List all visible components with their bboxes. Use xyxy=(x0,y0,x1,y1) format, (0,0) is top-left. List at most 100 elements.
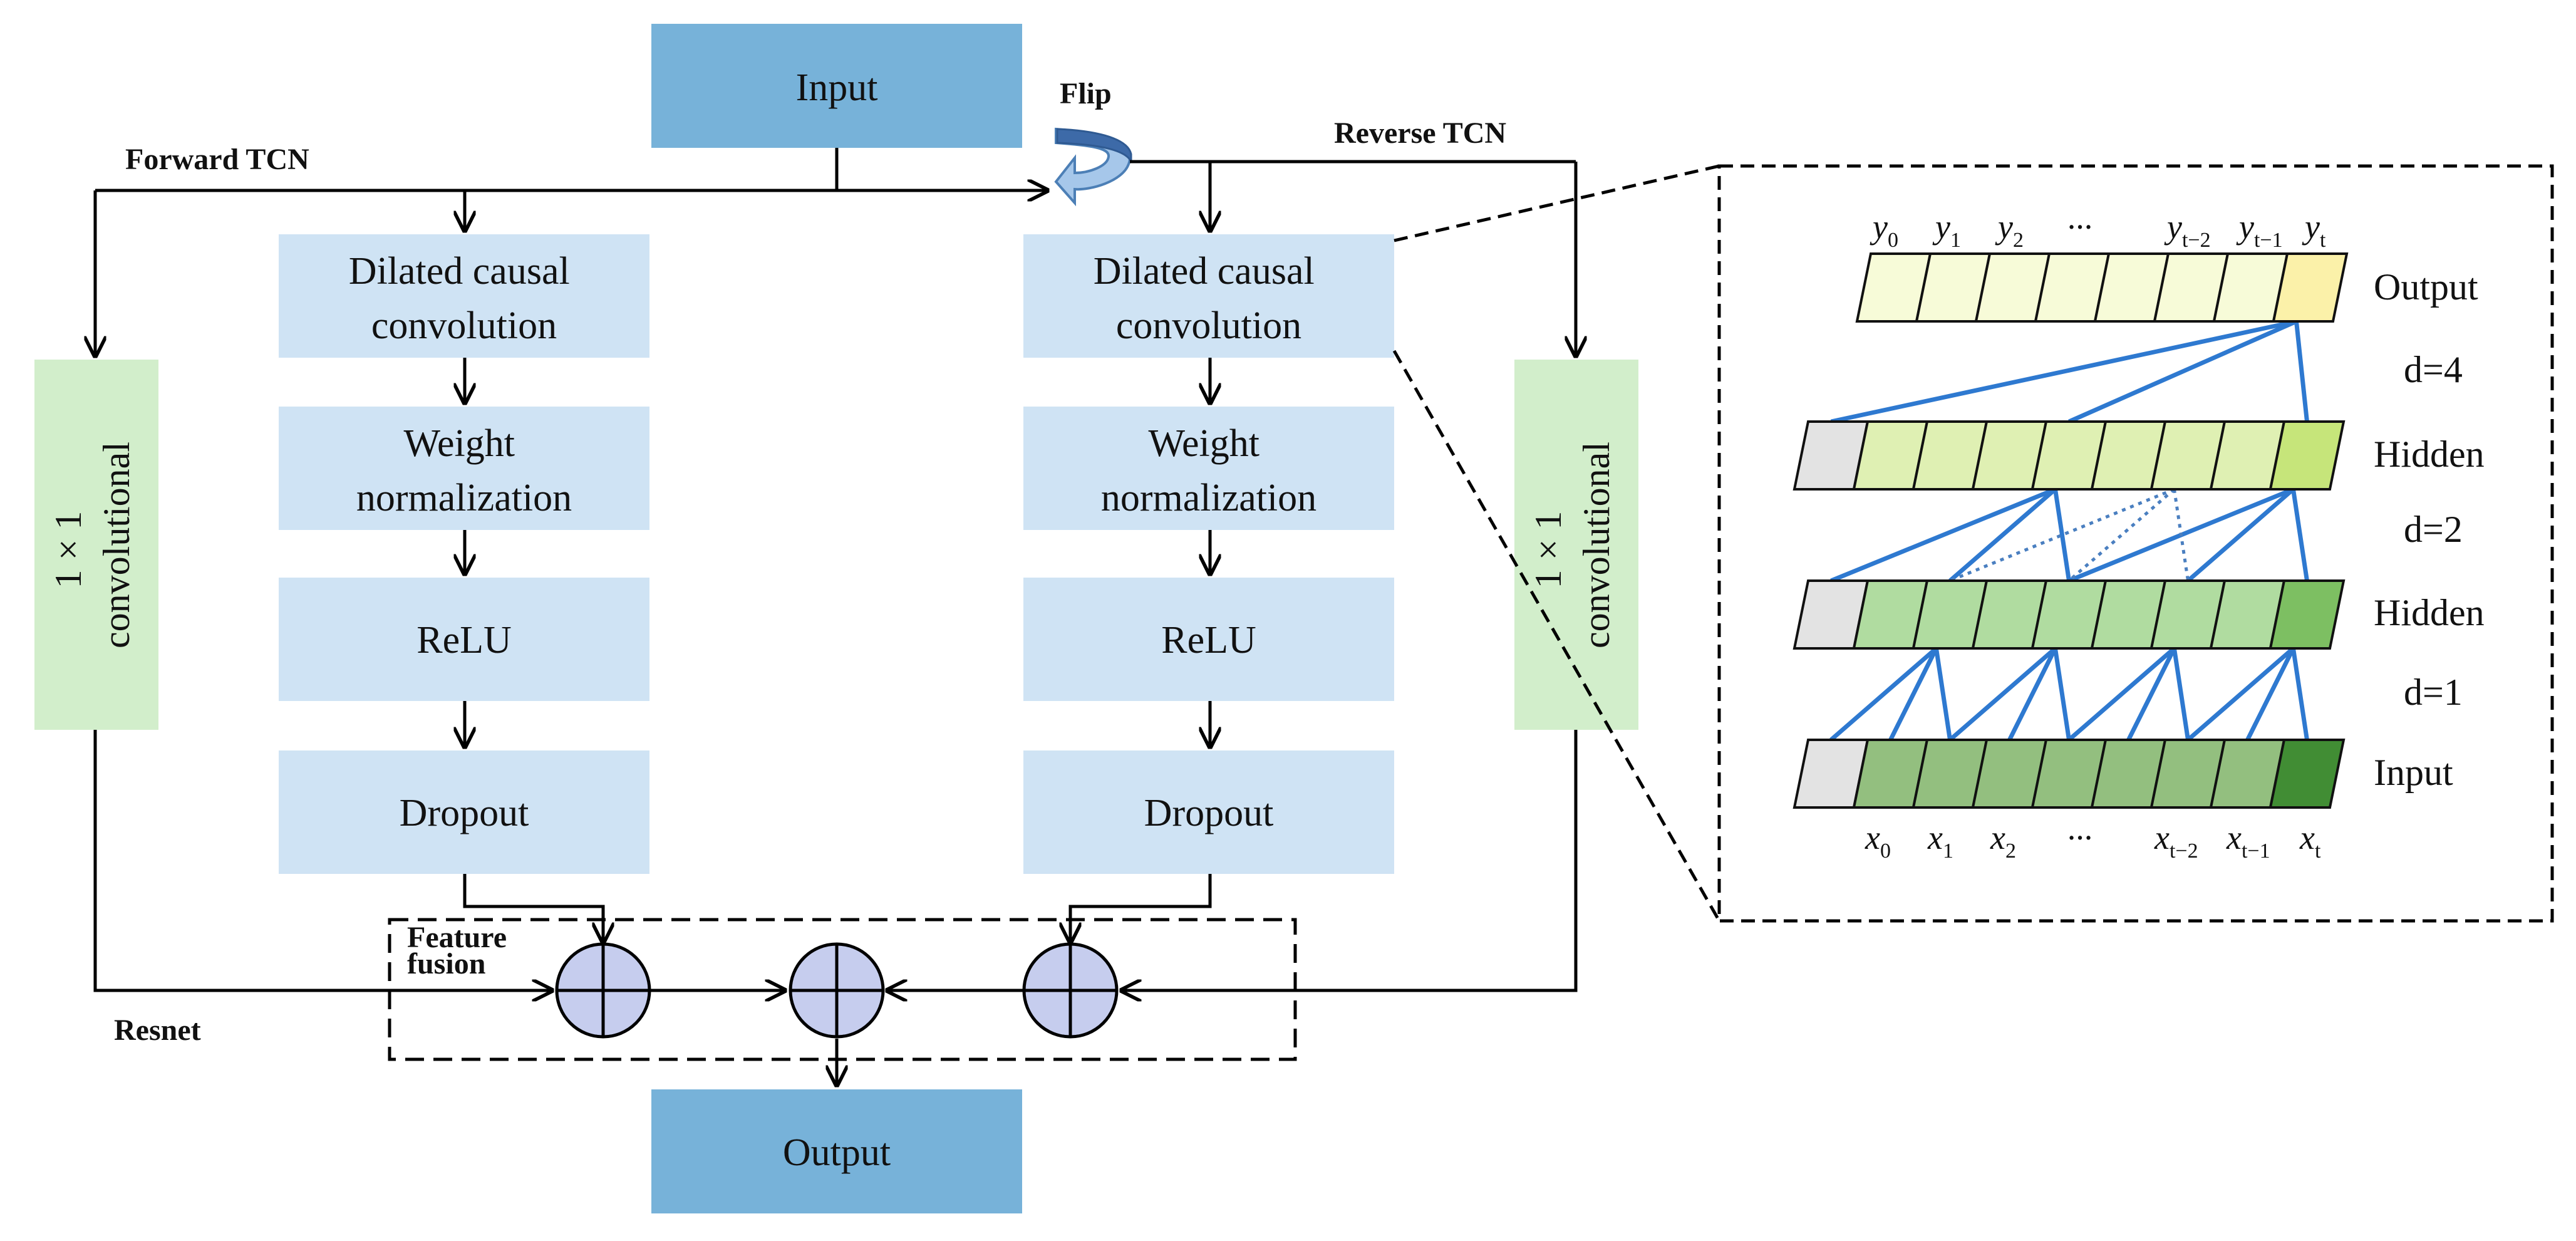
resnet-label: Resnet xyxy=(114,1014,201,1047)
output-index-label: ··· xyxy=(2067,208,2092,246)
reverse-weight-line1: Weight xyxy=(1148,422,1260,465)
input-block xyxy=(651,24,1022,148)
dilation-1-link xyxy=(1829,646,1938,742)
feature-fusion-line1: Feature xyxy=(407,921,507,954)
reverse-tcn-label: Reverse TCN xyxy=(1334,117,1506,150)
output-block xyxy=(651,1089,1022,1213)
dilation-1-link xyxy=(2291,648,2309,740)
reverse-relu-label: ReLU xyxy=(1161,619,1256,662)
input-index-label: x0 xyxy=(1865,819,1891,863)
forward-resnet-path xyxy=(93,730,552,990)
output-index-label: yt xyxy=(2302,208,2326,252)
svg-text:Weight normalization: Weight normalization xyxy=(356,422,572,519)
reverse-conv-line1: 1 × 1 xyxy=(1528,511,1569,589)
reverse-branch: Dilated causal convolution Weight normal… xyxy=(1023,234,1638,874)
forward-weight-line2: normalization xyxy=(356,477,572,519)
dilation-1-link xyxy=(2186,646,2295,742)
dilation-2-link xyxy=(2053,489,2071,581)
dilation-4-link xyxy=(2068,319,2297,424)
right-adder-icon xyxy=(1022,942,1119,1039)
forward-tcn-label: Forward TCN xyxy=(125,143,309,176)
forward-dilated-line1: Dilated causal xyxy=(349,250,570,293)
reverse-relu-block xyxy=(1023,578,1394,701)
dilation-1-link xyxy=(2067,646,2176,742)
dilation-label: d=4 xyxy=(2404,349,2463,390)
output-index-label: y0 xyxy=(1870,208,1898,252)
dilation-4-link xyxy=(2294,321,2309,422)
svg-text:1 × 1 convolutional: 1 × 1 convolutional xyxy=(1528,442,1617,648)
input-row-cell xyxy=(2268,739,2346,809)
dilation-2-link xyxy=(1948,487,2057,583)
reverse-weight-block xyxy=(1023,407,1394,530)
svg-text:Dilated causal convoluti: Dilated causal convolution xyxy=(1094,250,1324,347)
hidden-row-2-cell xyxy=(2268,579,2346,650)
forward-dropout-label: Dropout xyxy=(400,792,529,834)
reverse-dilated-block xyxy=(1023,234,1394,358)
dilation-1-link xyxy=(2126,647,2176,741)
input-index-label: xt xyxy=(2299,819,2321,863)
input-index-label: xt−2 xyxy=(2154,819,2198,863)
dilation-2-dotted-link xyxy=(1949,487,2175,583)
dilation-label: d=1 xyxy=(2404,672,2463,713)
middle-adder-icon xyxy=(789,942,885,1039)
dilation-2-link xyxy=(2291,489,2309,581)
input-block-label: Input xyxy=(796,66,878,109)
reverse-dropout-to-adder xyxy=(1070,874,1212,942)
forward-relu-block xyxy=(279,578,649,701)
reverse-weight-line2: normalization xyxy=(1101,477,1316,519)
detail-connections xyxy=(1829,319,2309,742)
dilation-2-dotted-link xyxy=(2067,488,2176,582)
row-label: Hidden xyxy=(2374,592,2485,633)
svg-text:Feature fusion: Feature fusion xyxy=(407,921,514,980)
dilation-1-link xyxy=(2172,648,2190,740)
row-label: Hidden xyxy=(2374,434,2485,475)
reverse-dropout-block xyxy=(1023,750,1394,874)
reverse-conv-line2: convolutional xyxy=(1576,442,1617,648)
input-index-label: ··· xyxy=(2067,819,2092,856)
forward-dilated-block xyxy=(279,234,649,358)
dilation-1-link xyxy=(2053,648,2071,740)
forward-dilated-line2: convolution xyxy=(371,304,557,347)
forward-branch: Dilated causal convolution Weight normal… xyxy=(34,234,649,874)
output-index-label: y1 xyxy=(1932,208,1961,252)
input-index-label: x1 xyxy=(1927,819,1953,863)
zoom-line-bottom xyxy=(1392,350,1721,922)
dilation-2-dotted-link xyxy=(2173,489,2190,581)
dilation-1-link xyxy=(2007,647,2057,741)
dilation-1-link xyxy=(1934,648,1952,740)
reverse-dilated-line2: convolution xyxy=(1116,304,1301,347)
output-index-label: yt−1 xyxy=(2236,208,2283,252)
output-index-label: yt−2 xyxy=(2164,208,2211,252)
reverse-dropout-label: Dropout xyxy=(1144,792,1274,834)
forward-dropout-block xyxy=(279,750,649,874)
reverse-dilated-line1: Dilated causal xyxy=(1094,250,1315,293)
dilation-1-link xyxy=(1888,647,1938,741)
forward-conv-line1: 1 × 1 xyxy=(48,511,89,589)
detail-cells xyxy=(1792,252,2349,809)
output-index-label: y2 xyxy=(1995,208,2024,252)
svg-text:Dilated causal convoluti: Dilated causal convolution xyxy=(349,250,579,347)
forward-conv-block xyxy=(34,360,158,730)
dilation-1-link xyxy=(2245,647,2295,741)
zoom-line-top xyxy=(1394,164,1720,242)
dilation-4-link xyxy=(1830,319,2297,424)
dilation-1-link xyxy=(1948,646,2057,742)
svg-text:Weight normalization: Weight normalization xyxy=(1101,422,1316,519)
forward-weight-line1: Weight xyxy=(403,422,515,465)
reverse-resnet-path xyxy=(1122,730,1578,990)
dilation-2-link xyxy=(1830,487,2056,583)
hidden-row-1-cell xyxy=(2268,420,2346,491)
output-block-label: Output xyxy=(783,1131,891,1174)
input-index-label: x2 xyxy=(1990,819,2016,863)
forward-dropout-to-adder xyxy=(463,874,603,942)
output-row-cell xyxy=(2272,252,2349,323)
detail-box xyxy=(1717,164,2554,923)
row-label: Output xyxy=(2374,266,2478,308)
dilation-2-link xyxy=(2186,487,2295,583)
feature-fusion-line2: fusion xyxy=(407,947,485,980)
forward-weight-block xyxy=(279,407,649,530)
input-index-label: xt−1 xyxy=(2226,819,2270,863)
left-adder-icon xyxy=(555,942,651,1039)
